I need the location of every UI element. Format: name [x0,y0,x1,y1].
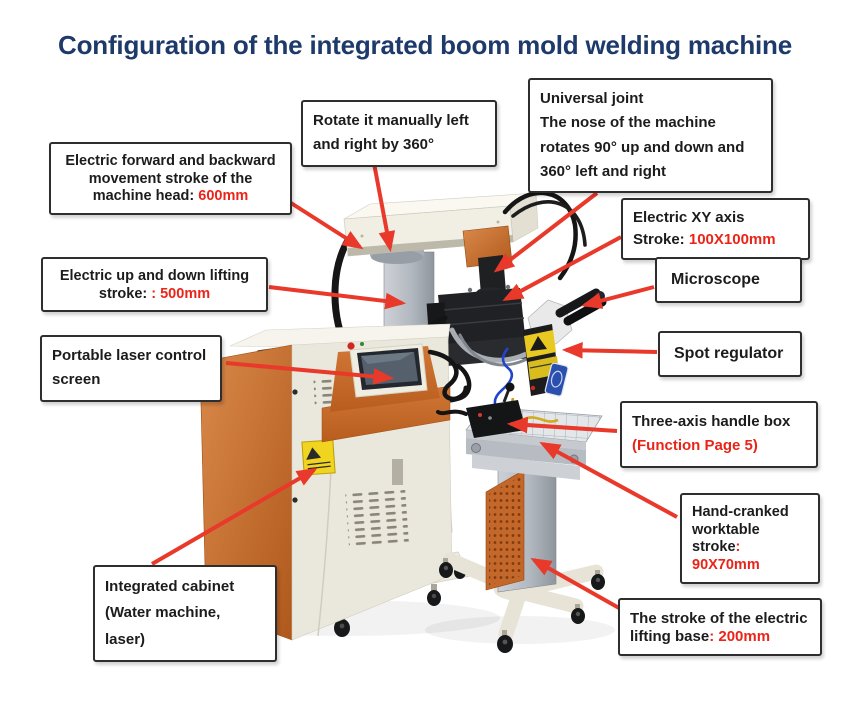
page-title: Configuration of the integrated boom mol… [58,30,792,60]
arrow-xy-axis [502,235,622,301]
value-red: 600mm [198,188,249,205]
value-red: : 90X70mm [692,539,760,574]
callout-line: worktable [692,521,760,538]
callout-line: Stroke: 100X100mm [633,230,776,248]
callout-xy-axis: Electric XY axis Stroke: 100X100mm [621,198,810,260]
arrow-control-screen [225,361,395,385]
callout-line: screen [52,371,101,389]
callout-lifting-stroke: Electric up and down lifting stroke: : 5… [41,257,268,313]
callout-line: stroke: : 500mm [98,285,211,302]
emergency-button [347,342,355,350]
callout-line: Integrated cabinet [105,578,235,595]
callout-worktable: Hand-cranked worktable stroke: 90X70mm [680,493,820,584]
value-red: (Function Page 5) [632,437,758,455]
side-vent [392,459,403,485]
callout-line: 360° left and right [540,162,667,180]
callout-line: stroke: 90X70mm [692,539,760,574]
value-red: : 500mm [151,285,211,302]
callout-line: Electric XY axis [633,209,745,226]
callout-line: Hand-cranked [692,504,789,520]
control-screen [347,342,428,398]
callout-line: Microscope [671,271,760,289]
arrow-head-stroke [289,201,364,250]
crank-knob [471,443,481,453]
callout-cabinet: Integrated cabinet (Water machine, laser… [93,565,277,662]
callout-line: laser) [105,630,146,648]
arrow-handle-box [506,416,618,434]
callout-control-screen: Portable laser control screen [40,335,222,402]
callout-line: Spot regulator [674,345,784,363]
callout-line: The stroke of the electric [630,610,808,627]
value-red: : 200mm [709,628,771,646]
main-machine [199,190,607,641]
callout-lifting-base: The stroke of the electric lifting base:… [618,598,822,656]
arrow-cabinet [150,467,318,566]
callout-line: lifting base: 200mm [630,628,771,646]
callout-handle-box: Three-axis handle box (Function Page 5) [620,401,818,468]
callout-rotate: Rotate it manually left and right by 360… [301,100,497,167]
arrow-worktable [539,442,678,519]
stand-column [485,463,557,593]
callout-line: Universal joint [540,90,644,107]
callout-line: Rotate it manually left [313,112,469,129]
callout-line: movement stroke of the [88,170,253,187]
handle-box [436,382,559,438]
arrow-microscope [580,285,655,309]
callout-spot-regulator: Spot regulator [658,331,802,377]
callout-line: Three-axis handle box [632,413,791,430]
vent-grille-lower [345,486,409,548]
callout-line: and right by 360° [313,136,435,154]
arrow-universal-joint [493,191,599,273]
screen-cable-coil [427,349,472,402]
arrow-rotate [371,157,396,253]
callout-line: (Water machine, [105,604,221,622]
callout-microscope: Microscope [655,257,802,303]
caster-wheel [571,604,585,624]
caster-wheel [497,630,513,653]
arrow-lifting-base [530,557,620,610]
callout-universal-joint: Universal joint The nose of the machine … [528,78,773,194]
arrow-spot-regulator [561,342,658,359]
hanging-tag [544,362,569,397]
blue-wire [493,347,514,418]
callout-line: Portable laser control [52,347,207,364]
callout-line: Electric up and down lifting [59,268,250,284]
callout-line: The nose of the machine [540,114,716,132]
warning-sticker [301,439,336,476]
callout-head-stroke: Electric forward and backward movement s… [49,142,292,216]
caster-wheel [439,558,453,578]
callout-line: rotates 90° up and down and [540,138,745,156]
callout-line: machine head: 600mm [92,188,249,205]
callout-line: Electric forward and backward [65,153,276,169]
caster-wheel [427,584,441,606]
floor-shadow-right [425,616,615,644]
caster-wheel [591,570,605,590]
joystick [502,388,511,403]
head-cable-2 [511,200,587,247]
arrow-lifting-stroke [268,285,407,310]
callout-arrows [150,157,678,610]
value-red: 100X100mm [688,230,776,248]
